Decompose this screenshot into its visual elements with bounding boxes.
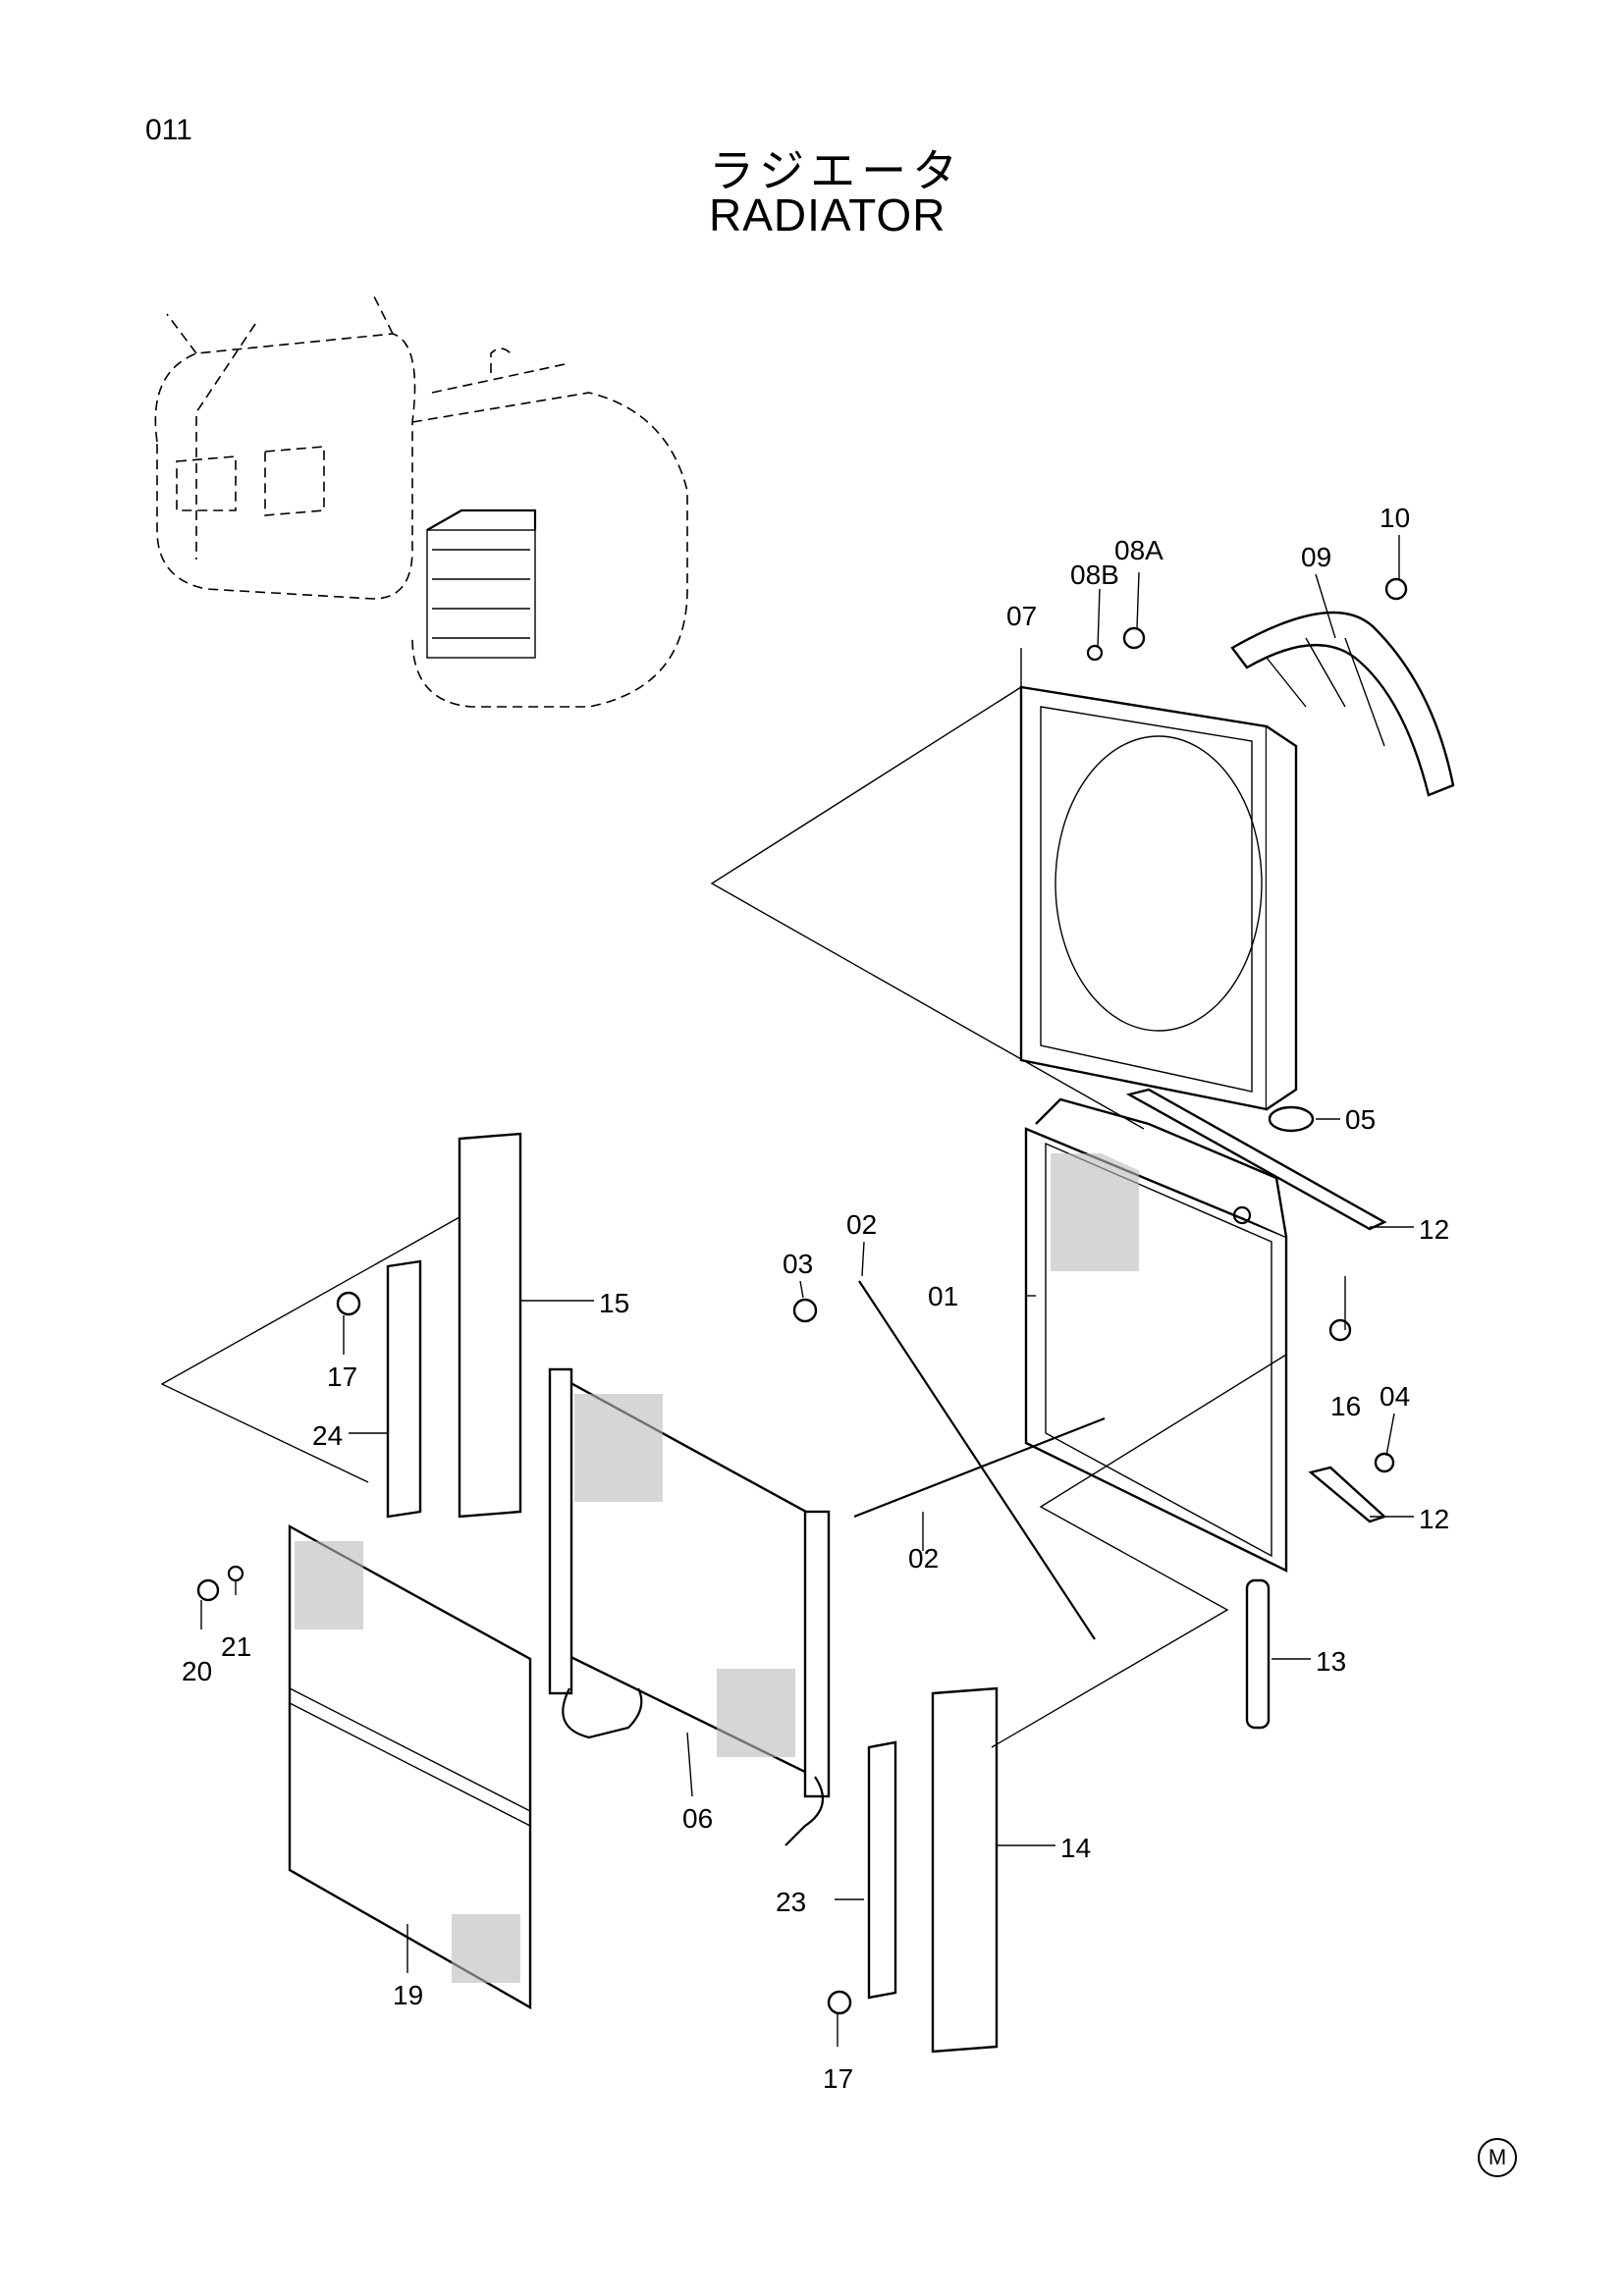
- maker-mark-logo: M: [1478, 2138, 1517, 2177]
- leader-lines: [200, 535, 1414, 2047]
- callout-05: 05: [1345, 1104, 1376, 1135]
- callout-08a: 08A: [1114, 535, 1163, 565]
- callout-24: 24: [312, 1420, 343, 1451]
- callout-12-upper: 12: [1419, 1214, 1449, 1245]
- callout-12-lower: 12: [1419, 1504, 1449, 1534]
- callout-21: 21: [221, 1631, 251, 1662]
- title-japanese: ラジエータ: [709, 145, 964, 196]
- callout-02-lower: 02: [908, 1543, 939, 1574]
- oil-cooler: [548, 1367, 831, 1846]
- bracket-24: [386, 1259, 422, 1519]
- page-code: 011: [145, 114, 192, 146]
- callout-17-upper: 17: [327, 1362, 357, 1392]
- screen-panel: [288, 1523, 532, 2010]
- fan-guard: [1230, 611, 1455, 797]
- callout-15: 15: [599, 1288, 629, 1318]
- callout-07: 07: [1006, 601, 1037, 631]
- callout-03: 03: [783, 1249, 813, 1279]
- seal-strip-lower: [1308, 1466, 1387, 1523]
- callout-10: 10: [1380, 503, 1410, 533]
- bracket-14: [931, 1686, 999, 2054]
- callout-02-upper: 02: [846, 1209, 877, 1240]
- callout-17-lower: 17: [823, 2063, 853, 2094]
- callout-01: 01: [928, 1281, 958, 1311]
- fan-shroud: [1019, 685, 1298, 1111]
- stay-rod-horizontal: [853, 1416, 1106, 1519]
- radiator-cap: [1268, 1105, 1315, 1133]
- callout-labels: 07 08B 08A 09 10 05 12 12 13 16 04 01 02…: [182, 503, 1449, 2094]
- callout-04: 04: [1380, 1381, 1410, 1412]
- callout-20: 20: [182, 1656, 212, 1686]
- seal-strip-upper: [1125, 1088, 1387, 1231]
- bracket-15: [458, 1132, 522, 1519]
- callout-23: 23: [776, 1887, 806, 1917]
- callout-09: 09: [1301, 542, 1331, 572]
- callout-16: 16: [1330, 1391, 1361, 1421]
- callout-08b: 08B: [1070, 560, 1119, 590]
- drain-hose: [1245, 1578, 1271, 1730]
- callout-06: 06: [682, 1803, 713, 1834]
- callout-19: 19: [393, 1980, 423, 2010]
- title-english: RADIATOR: [709, 189, 947, 240]
- stay-rod-diagonal: [858, 1280, 1096, 1640]
- callout-14: 14: [1060, 1833, 1091, 1863]
- radiator-core: [1024, 1097, 1288, 1573]
- callout-13: 13: [1316, 1646, 1346, 1677]
- alignment-lines: [160, 686, 1287, 1748]
- bracket-23: [867, 1740, 897, 2000]
- machine-overview-illustration: [154, 294, 688, 708]
